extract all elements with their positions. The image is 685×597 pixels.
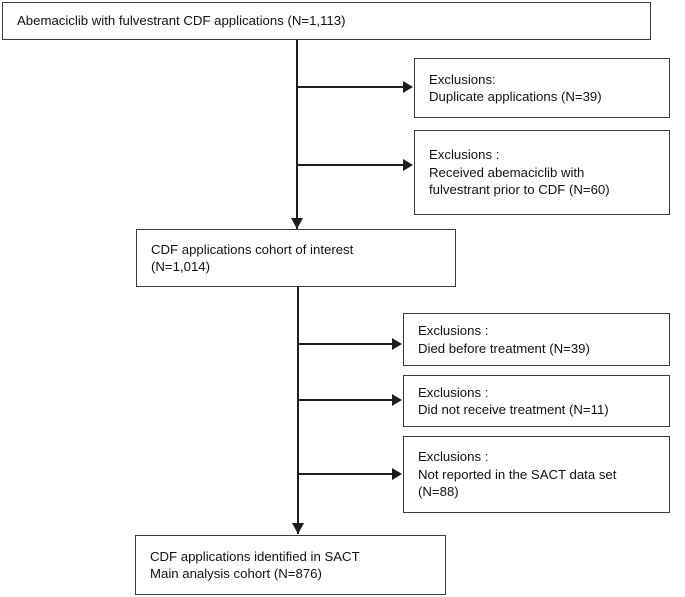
branch-line-exclusion-4 [298, 399, 394, 401]
node-exclusion-did-not-receive-treatment: Exclusions : Did not receive treatment (… [403, 375, 670, 427]
node-exclusion-5-line3: (N=88) [418, 484, 459, 500]
node-middle-cohort-line2: (N=1,014) [151, 259, 211, 274]
node-exclusion-1-line1: Exclusions: [429, 71, 496, 87]
arrowhead-exclusion-3 [392, 338, 402, 350]
node-middle-cohort-line1: CDF applications cohort of interest [151, 241, 354, 257]
arrowhead-exclusion-1 [403, 81, 413, 93]
branch-line-exclusion-1 [297, 86, 405, 88]
node-middle-cohort: CDF applications cohort of interest (N=1… [136, 229, 456, 287]
trunk-upper [296, 40, 298, 229]
node-bottom-cohort-line2: Main analysis cohort (N=876) [150, 566, 322, 581]
node-bottom-cohort: CDF applications identified in SACT Main… [135, 535, 446, 595]
arrowhead-exclusion-2 [403, 159, 413, 171]
node-exclusion-4-line2: Did not receive treatment (N=11) [418, 402, 609, 417]
node-exclusion-died-before-treatment: Exclusions : Died before treatment (N=39… [403, 313, 670, 366]
node-exclusion-2-line3: fulvestrant prior to CDF (N=60) [429, 182, 610, 198]
trunk-lower [297, 287, 299, 534]
node-exclusion-3-line1: Exclusions : [418, 323, 489, 338]
node-exclusion-3-line2: Died before treatment (N=39) [418, 340, 590, 356]
node-bottom-cohort-line1: CDF applications identified in SACT [150, 548, 360, 564]
arrowhead-exclusion-4 [392, 394, 402, 406]
node-exclusion-not-reported-in-sact: Exclusions : Not reported in the SACT da… [403, 436, 670, 513]
node-exclusion-2-line1: Exclusions : [429, 147, 500, 163]
node-exclusion-2-line2: Received abemaciclib with [429, 164, 585, 180]
arrowhead-to-middle-cohort [291, 218, 303, 229]
branch-line-exclusion-5 [298, 473, 394, 475]
node-exclusion-5-line2: Not reported in the SACT data set [418, 466, 617, 482]
arrowhead-exclusion-5 [392, 468, 402, 480]
branch-line-exclusion-2 [297, 164, 405, 166]
arrowhead-to-bottom-cohort [292, 523, 304, 534]
node-exclusion-received-prior-to-cdf: Exclusions : Received abemaciclib with f… [414, 130, 670, 215]
node-exclusion-1-line2: Duplicate applications (N=39) [429, 89, 602, 104]
node-exclusion-duplicate-applications: Exclusions: Duplicate applications (N=39… [414, 58, 670, 118]
node-exclusion-5-line1: Exclusions : [418, 449, 489, 465]
node-top-cohort-line1: Abemaciclib with fulvestrant CDF applica… [17, 13, 346, 29]
node-exclusion-4-line1: Exclusions : [418, 384, 489, 400]
branch-line-exclusion-3 [298, 343, 394, 345]
node-top-cohort: Abemaciclib with fulvestrant CDF applica… [2, 2, 651, 40]
